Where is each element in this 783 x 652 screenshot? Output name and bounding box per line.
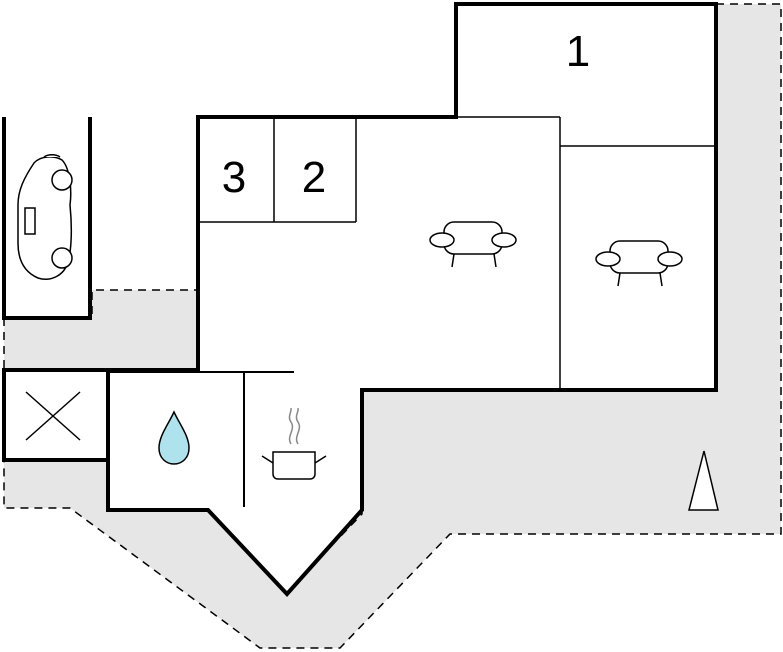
cooking-pot-icon — [261, 407, 327, 480]
room-label-2: 2 — [302, 153, 326, 202]
car-icon — [17, 154, 73, 280]
sofa-icon — [429, 221, 517, 268]
interior-walls — [200, 116, 714, 388]
cross-box-icon — [25, 391, 81, 441]
bathroom-walls — [108, 371, 294, 507]
room-label-1: 1 — [566, 27, 590, 76]
storage-room — [2, 368, 110, 462]
north-arrow-icon — [688, 450, 719, 511]
water-drop-icon — [158, 410, 190, 465]
sofa-icon — [595, 240, 683, 287]
room-label-3: 3 — [222, 153, 246, 202]
